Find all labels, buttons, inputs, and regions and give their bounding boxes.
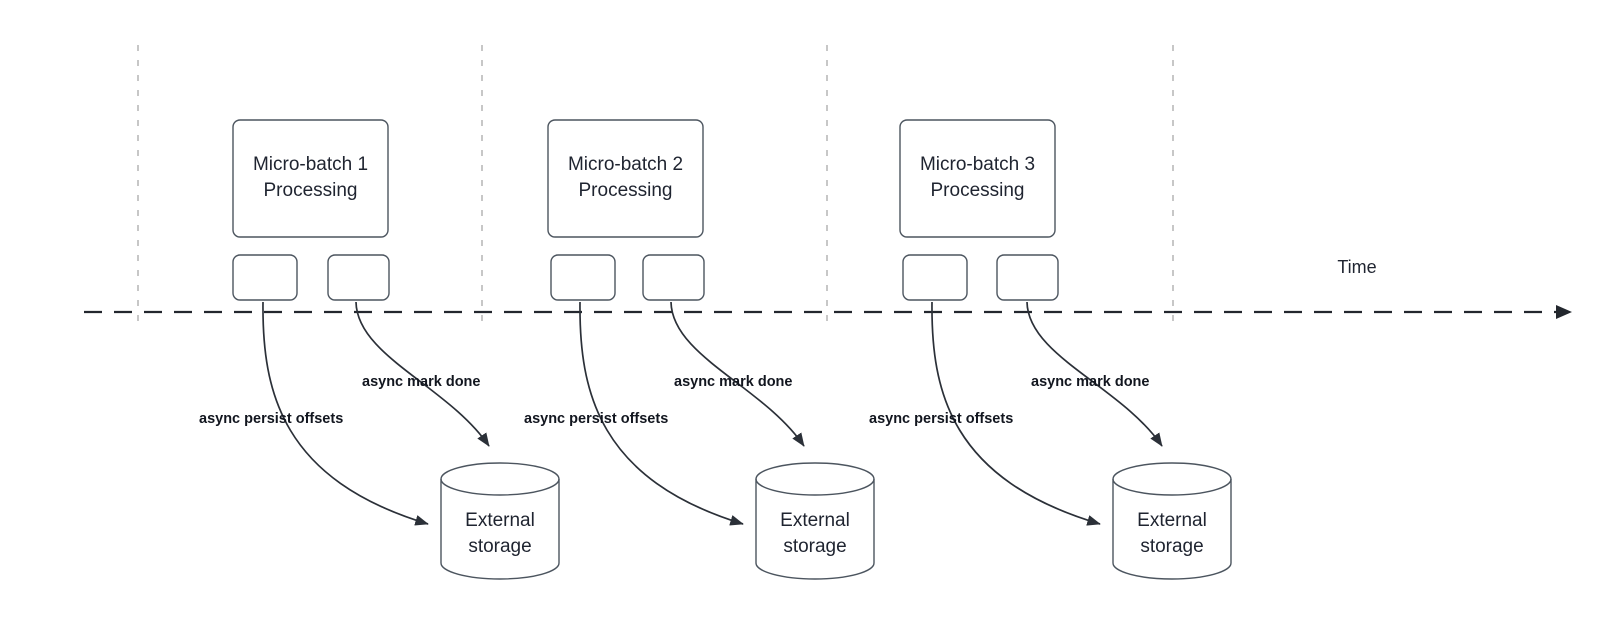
- phase-separator-lines: [137, 45, 1174, 325]
- event-box-1-2[interactable]: [327, 254, 390, 301]
- external-storage-label-line1-3: External: [1137, 510, 1207, 531]
- external-storage-cylinder-2[interactable]: [755, 462, 875, 580]
- edge-label-async-mark-done-1: async mark done: [362, 374, 480, 390]
- processing-box-title-line2-1: Processing: [264, 180, 358, 201]
- event-box-3-1[interactable]: [902, 254, 968, 301]
- time-axis-label: Time: [1337, 257, 1376, 277]
- external-storage-label-line1-2: External: [780, 510, 850, 531]
- edge-async-persist-offsets-1: [262, 301, 429, 526]
- edge-label-async-persist-offsets-2: async persist offsets: [524, 411, 668, 427]
- external-storage-cylinder-3[interactable]: [1112, 462, 1232, 580]
- time-axis-arrowhead: [1556, 305, 1572, 319]
- processing-box-title-line2-2: Processing: [579, 180, 673, 201]
- processing-box-title-line2-3: Processing: [931, 180, 1025, 201]
- external-storage-label-line1-1: External: [465, 510, 535, 531]
- processing-box-title-line1-2: Micro-batch 2: [568, 154, 683, 175]
- edge-async-mark-done-2: [670, 301, 805, 447]
- external-storage-cylinder-top-2: [755, 478, 875, 496]
- edge-async-persist-offsets-3: [931, 301, 1101, 526]
- event-box-3-2[interactable]: [996, 254, 1059, 301]
- processing-box-title-line1-1: Micro-batch 1: [253, 154, 368, 175]
- external-storage-label-line2-2: storage: [783, 536, 846, 557]
- event-box-2-2[interactable]: [642, 254, 705, 301]
- external-storage-cylinder-top-3: [1112, 478, 1232, 496]
- external-storage-label-line2-3: storage: [1140, 536, 1203, 557]
- edge-async-mark-done-3: [1026, 301, 1163, 447]
- processing-box-3[interactable]: [899, 119, 1056, 238]
- processing-box-2[interactable]: [547, 119, 704, 238]
- external-storage-cylinder-1[interactable]: [440, 462, 560, 580]
- edge-label-async-mark-done-3: async mark done: [1031, 374, 1149, 390]
- edge-label-async-persist-offsets-1: async persist offsets: [199, 411, 343, 427]
- edge-label-async-persist-offsets-3: async persist offsets: [869, 411, 1013, 427]
- processing-box-1[interactable]: [232, 119, 389, 238]
- edge-label-async-mark-done-2: async mark done: [674, 374, 792, 390]
- external-storage-label-line2-1: storage: [468, 536, 531, 557]
- processing-box-title-line1-3: Micro-batch 3: [920, 154, 1035, 175]
- time-axis: Time: [84, 257, 1572, 319]
- edge-async-mark-done-1: [355, 301, 490, 447]
- event-box-2-1[interactable]: [550, 254, 616, 301]
- external-storage-cylinder-top-1: [440, 478, 560, 496]
- edge-async-persist-offsets-2: [579, 301, 744, 526]
- event-box-1-1[interactable]: [232, 254, 298, 301]
